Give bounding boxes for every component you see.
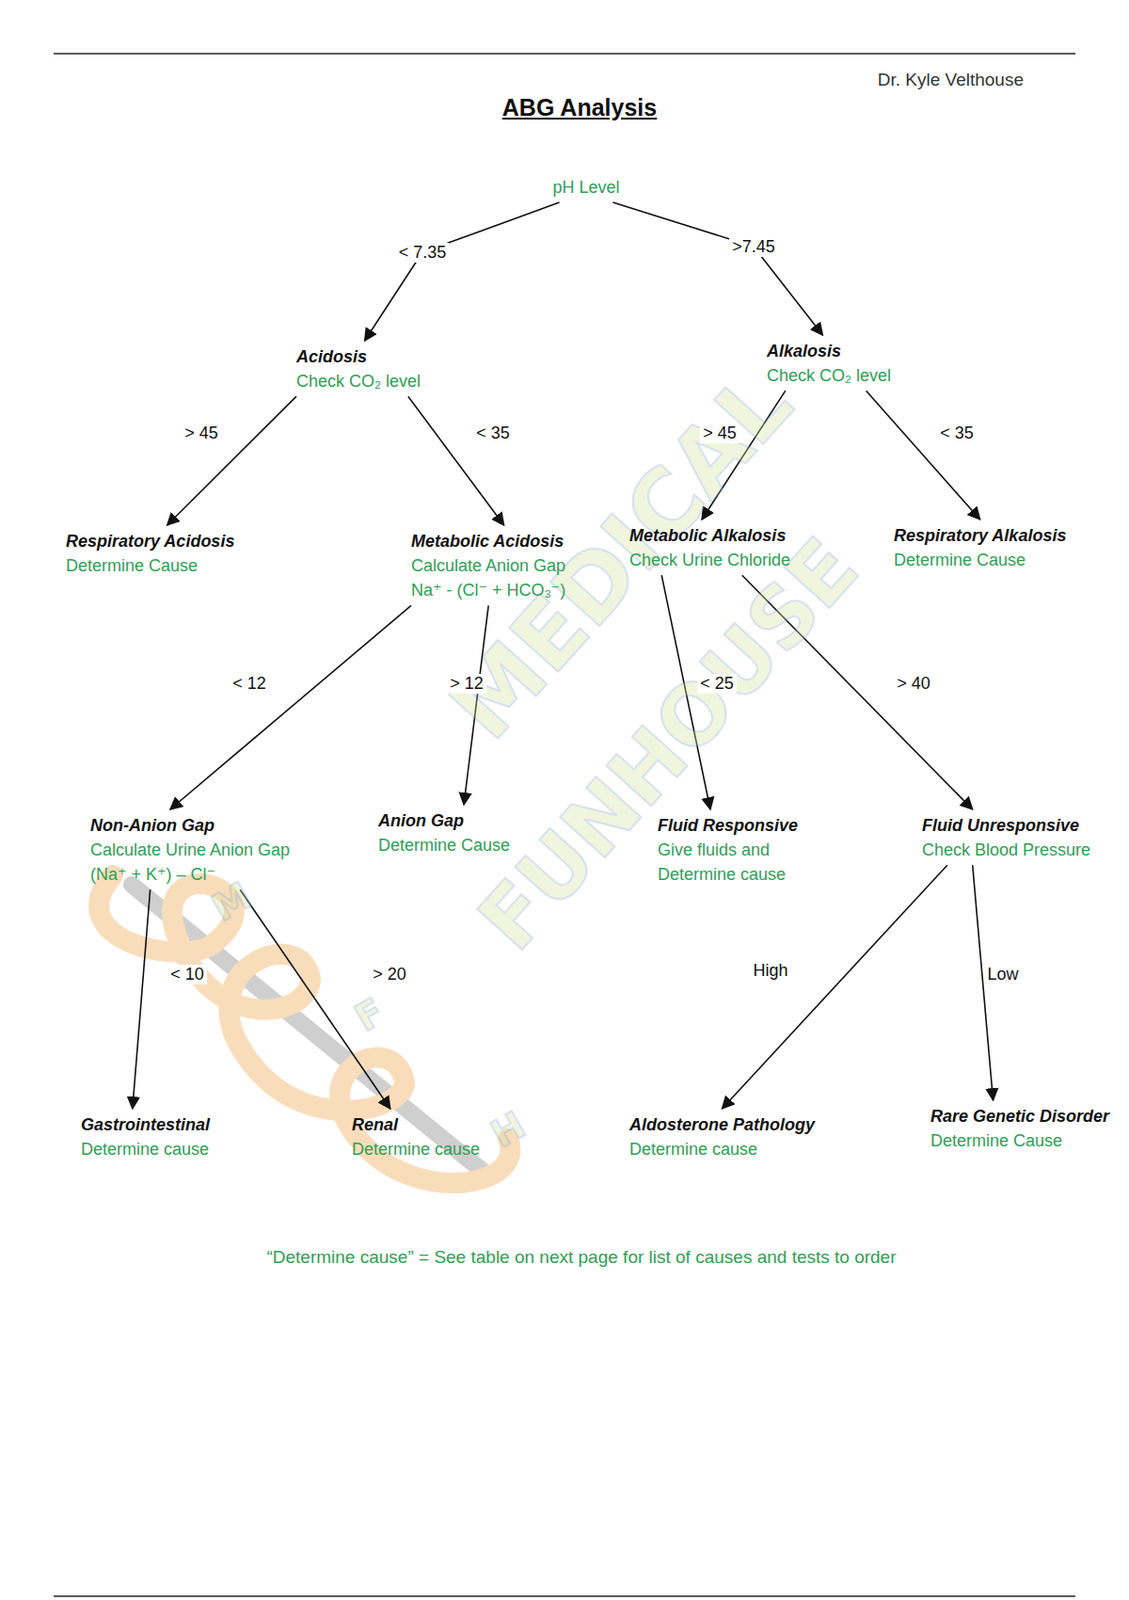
decision-node: Rare Genetic DisorderDetermine Cause <box>930 1103 1110 1153</box>
decision-node: AcidosisCheck CO₂ level <box>296 344 421 394</box>
arrow-connector <box>612 202 823 335</box>
decision-node: RenalDetermine cause <box>351 1112 480 1161</box>
decision-node: Respiratory AlkalosisDetermine Cause <box>893 523 1066 573</box>
node-heading: Respiratory Acidosis <box>65 528 235 554</box>
decision-node: Metabolic AcidosisCalculate Anion GapNa⁺… <box>411 528 566 603</box>
node-heading: Renal <box>351 1112 480 1137</box>
node-heading: Metabolic Acidosis <box>411 528 566 554</box>
note-text: “Determine cause” = See table on next pa… <box>266 1246 896 1268</box>
edge-label: < 35 <box>937 423 977 444</box>
edge-label: > 20 <box>369 964 410 985</box>
node-heading: Fluid Responsive <box>657 812 809 838</box>
arrow-connector <box>132 889 151 1109</box>
decision-node: Anion GapDetermine Cause <box>378 808 510 858</box>
diagram-title: ABG Analysis <box>502 94 657 122</box>
node-heading: Non-Anion Gap <box>90 812 290 838</box>
watermark: F <box>348 988 393 1040</box>
arrow-connector <box>866 390 981 520</box>
edge-label: < 35 <box>473 423 513 444</box>
edge-label: High <box>749 960 791 981</box>
node-body: Determine cause <box>80 1136 210 1161</box>
node-body: Calculate Urine Anion Gap <box>90 837 290 862</box>
decision-node: Aldosterone PathologyDetermine cause <box>629 1112 815 1161</box>
node-body: pH Level <box>552 174 620 200</box>
edge-label: < 7.35 <box>396 242 450 263</box>
node-body: Check CO₂ level <box>766 363 891 388</box>
edge-label: > 40 <box>893 673 934 694</box>
arrow-connector <box>408 396 505 525</box>
edge-label: < 25 <box>697 673 737 694</box>
watermark: H <box>483 1102 533 1157</box>
node-heading: Fluid Unresponsive <box>922 812 1091 838</box>
edge-label: > 12 <box>446 673 487 694</box>
note-text: Dr. Kyle Velthouse <box>877 69 1024 91</box>
edge-label: < 10 <box>167 964 207 985</box>
node-heading: Gastrointestinal <box>80 1112 210 1137</box>
edge-label: > 45 <box>181 423 222 444</box>
decision-node: GastrointestinalDetermine cause <box>80 1112 210 1161</box>
node-heading: Respiratory Alkalosis <box>893 523 1066 548</box>
node-heading: Acidosis <box>296 344 421 369</box>
node-body: Check CO₂ level <box>296 368 421 394</box>
decision-node: Non-Anion GapCalculate Urine Anion Gap(N… <box>90 812 290 887</box>
edge-label: < 12 <box>229 673 270 694</box>
arrow-connector <box>170 604 412 810</box>
edge-label: >7.45 <box>729 237 779 257</box>
edge-label: Low <box>984 964 1021 985</box>
node-body: Give fluids and Determine cause <box>657 837 809 887</box>
node-heading: Metabolic Alkalosis <box>629 523 791 548</box>
node-body: Check Urine Chloride <box>629 547 791 573</box>
start-node: pH Level <box>552 174 620 200</box>
node-heading: Rare Genetic Disorder <box>930 1103 1110 1129</box>
node-heading: Anion Gap <box>378 808 510 833</box>
arrow-connector <box>365 202 560 341</box>
node-body: Determine Cause <box>893 547 1066 573</box>
caduceus-logo <box>98 874 510 1183</box>
node-body: Check Blood Pressure <box>922 837 1091 862</box>
arrow-connector <box>167 396 297 525</box>
node-body: Determine Cause <box>930 1128 1110 1153</box>
node-body: (Na⁺ + K⁺) – Cl⁻ <box>90 861 290 887</box>
decision-node: Fluid ResponsiveGive fluids and Determin… <box>657 812 809 887</box>
rule-line <box>53 52 1076 55</box>
node-body: Determine cause <box>351 1136 480 1161</box>
node-body: Determine Cause <box>378 832 510 858</box>
decision-node: Fluid UnresponsiveCheck Blood Pressure <box>922 812 1091 862</box>
edge-label: > 45 <box>699 423 740 444</box>
arrow-connector <box>722 864 948 1109</box>
decision-node: Respiratory AcidosisDetermine Cause <box>65 528 235 578</box>
node-body: Determine cause <box>629 1136 815 1161</box>
node-body: Na⁺ - (Cl⁻ + HCO₃⁻) <box>411 577 566 603</box>
rule-line <box>53 1594 1076 1597</box>
node-body: Determine Cause <box>65 553 235 578</box>
decision-node: AlkalosisCheck CO₂ level <box>766 338 891 388</box>
node-heading: Alkalosis <box>766 338 891 364</box>
node-body: Calculate Anion Gap <box>411 553 566 578</box>
node-heading: Aldosterone Pathology <box>629 1112 815 1137</box>
decision-node: Metabolic AlkalosisCheck Urine Chloride <box>629 523 791 573</box>
